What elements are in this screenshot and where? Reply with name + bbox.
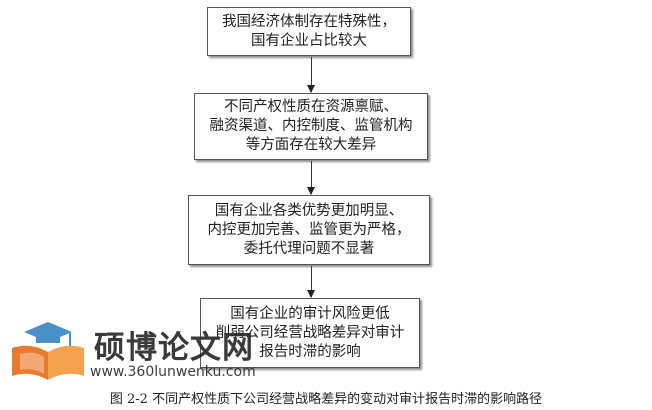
flow-box-property-rights-differences: 不同产权性质在资源禀赋、 融资渠道、内控制度、监管机构 等方面存在较大差异 xyxy=(194,93,428,160)
flow-box-text-line: 国有企业占比较大 xyxy=(251,32,367,49)
watermark: 硕博论文网 www.360lunwenku.com xyxy=(10,318,265,384)
watermark-url: www.360lunwenku.com xyxy=(90,364,256,380)
figure-caption: 图 2-2 不同产权性质下公司经营战略差异的变动对审计报告时滞的影响路径 xyxy=(109,392,543,407)
flow-box-text-line: 我国经济体制存在特殊性， xyxy=(222,13,396,30)
flow-box-text-line: 等方面存在较大差异 xyxy=(245,137,377,153)
flow-box-text-line: 国有企业的审计风险更低 xyxy=(230,305,390,322)
flow-box-text-line: 内控更加完善、监管更为严格， xyxy=(207,221,411,238)
flow-arrow xyxy=(307,161,315,195)
flow-box-audit-risk-outcome: 国有企业的审计风险更低 削弱公司经营战略差异对审计 报告时滞的影响 xyxy=(200,298,420,368)
flow-box-text-line: 委托代理问题不显著 xyxy=(243,240,375,257)
flow-arrow xyxy=(307,57,315,93)
flow-box-soe-advantages: 国有企业各类优势更加明显、 内控更加完善、监管更为严格， 委托代理问题不显著 xyxy=(188,195,430,265)
flow-arrow xyxy=(307,266,315,298)
graduation-book-logo-icon xyxy=(12,322,84,380)
watermark-site-name: 硕博论文网 xyxy=(94,330,254,366)
flow-box-text-line: 国有企业各类优势更加明显、 xyxy=(214,202,404,219)
flow-box-text-line: 报告时滞的影响 xyxy=(259,343,361,360)
flow-box-ownership-context: 我国经济体制存在特殊性， 国有企业占比较大 xyxy=(207,7,411,56)
flow-box-text-line: 融资渠道、内控制度、监管机构 xyxy=(209,118,413,134)
flow-box-text-line: 削弱公司经营战略差异对审计 xyxy=(215,324,405,341)
flow-box-text-line: 不同产权性质在资源禀赋、 xyxy=(224,99,398,115)
